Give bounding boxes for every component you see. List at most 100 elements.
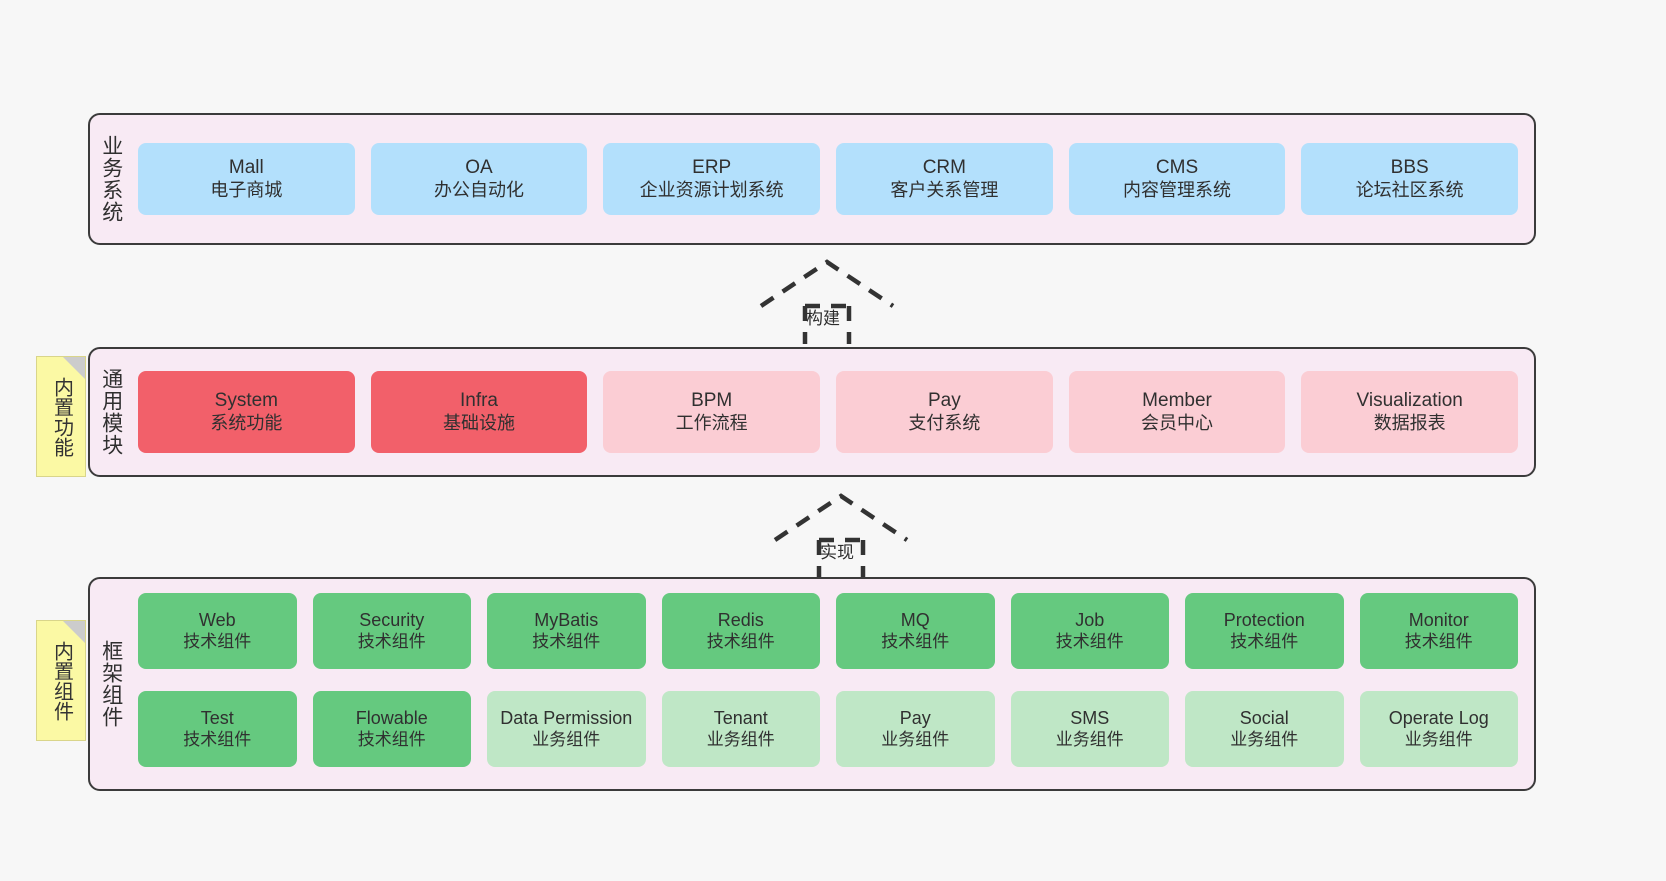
framework-row-business: Test 技术组件 Flowable 技术组件 Data Permission …: [138, 691, 1518, 775]
module-card-member[interactable]: Member 会员中心: [1068, 371, 1286, 453]
card-title: System: [214, 390, 279, 412]
card-subtitle: 业务组件: [706, 729, 775, 749]
card-title: Redis: [717, 609, 764, 630]
card-title: Protection: [1223, 609, 1305, 630]
card-subtitle: 技术组件: [1055, 631, 1124, 651]
business-card-crm[interactable]: CRM 客户关系管理: [836, 143, 1053, 215]
sticky-note-builtin-features: 内置功能: [36, 356, 86, 477]
card-title: CMS: [1155, 157, 1199, 179]
module-card-pay[interactable]: Pay 支付系统: [836, 371, 1053, 453]
modules-layer-label: 通用模块: [99, 368, 123, 456]
card-subtitle: 论坛社区系统: [1355, 179, 1464, 200]
business-card-oa[interactable]: OA 办公自动化: [370, 143, 588, 215]
card-title: BPM: [691, 390, 733, 412]
framework-card-web[interactable]: Web 技术组件: [138, 593, 297, 669]
note-fold-icon: [63, 357, 85, 379]
framework-layer-label: 框架组件: [99, 640, 123, 728]
modules-layer-panel: 通用模块 System 系统功能 Infra 基础设施 BPM 工作流程 Pay…: [88, 347, 1536, 477]
framework-card-mybatis[interactable]: MyBatis 技术组件: [487, 593, 646, 669]
card-subtitle: 办公自动化: [434, 179, 524, 200]
card-subtitle: 业务组件: [1404, 729, 1473, 749]
framework-card-redis[interactable]: Redis 技术组件: [661, 593, 820, 669]
framework-card-operate-log[interactable]: Operate Log 业务组件: [1359, 691, 1518, 767]
framework-card-flowable[interactable]: Flowable 技术组件: [312, 691, 471, 767]
framework-card-social[interactable]: Social 业务组件: [1185, 691, 1344, 767]
card-subtitle: 会员中心: [1141, 412, 1214, 433]
framework-card-job[interactable]: Job 技术组件: [1010, 593, 1169, 669]
module-card-infra[interactable]: Infra 基础设施: [370, 371, 588, 453]
framework-card-security[interactable]: Security 技术组件: [312, 593, 471, 669]
card-title: Data Permission: [500, 707, 633, 728]
card-title: Flowable: [355, 707, 428, 728]
business-card-cms[interactable]: CMS 内容管理系统: [1068, 143, 1286, 215]
card-title: MQ: [900, 609, 930, 630]
card-title: SMS: [1070, 707, 1110, 728]
framework-card-sms[interactable]: SMS 业务组件: [1010, 691, 1169, 767]
module-card-system[interactable]: System 系统功能: [138, 371, 355, 453]
card-title: Pay: [927, 390, 961, 412]
card-subtitle: 支付系统: [908, 412, 981, 433]
card-subtitle: 技术组件: [1230, 631, 1299, 651]
business-layer-panel: 业务系统 Mall 电子商城 OA 办公自动化 ERP 企业资源计划系统 CRM…: [88, 113, 1536, 245]
card-subtitle: 电子商城: [210, 179, 283, 200]
framework-row-tech: Web 技术组件 Security 技术组件 MyBatis 技术组件 Redi…: [138, 593, 1518, 677]
card-subtitle: 技术组件: [532, 631, 601, 651]
card-subtitle: 技术组件: [357, 729, 426, 749]
module-card-bpm[interactable]: BPM 工作流程: [603, 371, 821, 453]
arrow-label-build: 构建: [806, 309, 840, 328]
card-subtitle: 工作流程: [675, 412, 748, 433]
card-subtitle: 技术组件: [183, 631, 252, 651]
note-label: 内置组件: [50, 640, 73, 721]
card-title: Infra: [459, 390, 499, 412]
card-subtitle: 企业资源计划系统: [639, 179, 784, 200]
card-title: CRM: [922, 157, 966, 179]
card-title: Pay: [899, 707, 931, 728]
card-title: Member: [1142, 390, 1212, 412]
card-title: Web: [198, 609, 236, 630]
card-title: MyBatis: [534, 609, 599, 630]
framework-card-mq[interactable]: MQ 技术组件: [836, 593, 995, 669]
business-card-erp[interactable]: ERP 企业资源计划系统: [603, 143, 821, 215]
card-subtitle: 客户关系管理: [890, 179, 999, 200]
card-title: Mall: [228, 157, 264, 179]
framework-card-data-permission[interactable]: Data Permission 业务组件: [487, 691, 646, 767]
card-subtitle: 业务组件: [881, 729, 950, 749]
card-subtitle: 基础设施: [443, 412, 515, 433]
card-subtitle: 技术组件: [1404, 631, 1473, 651]
framework-card-pay[interactable]: Pay 业务组件: [836, 691, 995, 767]
framework-card-monitor[interactable]: Monitor 技术组件: [1359, 593, 1518, 669]
card-subtitle: 内容管理系统: [1123, 179, 1232, 200]
framework-card-grid: Web 技术组件 Security 技术组件 MyBatis 技术组件 Redi…: [132, 579, 1534, 789]
arrow-label-implement: 实现: [820, 543, 854, 562]
card-subtitle: 技术组件: [183, 729, 252, 749]
framework-card-tenant[interactable]: Tenant 业务组件: [661, 691, 820, 767]
sticky-note-builtin-components: 内置组件: [36, 620, 86, 741]
business-card-mall[interactable]: Mall 电子商城: [138, 143, 355, 215]
card-subtitle: 技术组件: [706, 631, 775, 651]
card-title: Tenant: [713, 707, 768, 728]
card-title: Job: [1075, 609, 1105, 630]
card-title: Security: [359, 609, 425, 630]
framework-card-test[interactable]: Test 技术组件: [138, 691, 297, 767]
note-fold-icon: [63, 621, 85, 643]
modules-card-list: System 系统功能 Infra 基础设施 BPM 工作流程 Pay 支付系统…: [132, 349, 1534, 475]
card-subtitle: 业务组件: [532, 729, 601, 749]
card-subtitle: 业务组件: [1055, 729, 1124, 749]
card-subtitle: 数据报表: [1373, 412, 1446, 433]
note-label: 内置功能: [50, 376, 73, 457]
card-subtitle: 技术组件: [881, 631, 950, 651]
business-card-bbs[interactable]: BBS 论坛社区系统: [1301, 143, 1519, 215]
generalization-arrow-implement: 实现: [771, 492, 911, 580]
card-title: Social: [1239, 707, 1289, 728]
card-subtitle: 系统功能: [210, 412, 283, 433]
framework-layer-panel: 框架组件 Web 技术组件 Security 技术组件 MyBatis 技术组件…: [88, 577, 1536, 791]
card-title: Operate Log: [1388, 707, 1489, 728]
business-layer-label: 业务系统: [99, 135, 123, 223]
framework-card-protection[interactable]: Protection 技术组件: [1185, 593, 1344, 669]
card-title: BBS: [1390, 157, 1429, 179]
card-title: ERP: [692, 157, 732, 179]
generalization-arrow-build: 构建: [757, 258, 897, 346]
module-card-visualization[interactable]: Visualization 数据报表: [1301, 371, 1519, 453]
business-card-list: Mall 电子商城 OA 办公自动化 ERP 企业资源计划系统 CRM 客户关系…: [132, 115, 1534, 243]
